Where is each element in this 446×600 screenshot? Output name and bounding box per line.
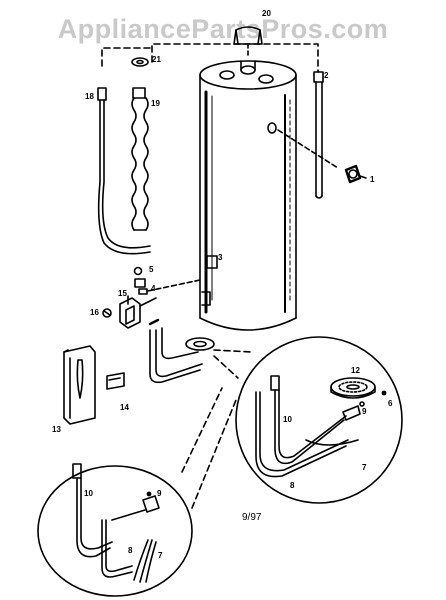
label-4: 4 <box>151 284 156 293</box>
date-code: 9/97 <box>242 512 262 523</box>
label-5: 5 <box>149 265 154 274</box>
label-8-right: 8 <box>290 481 295 490</box>
label-8-left: 8 <box>128 546 133 555</box>
label-3: 3 <box>218 253 223 262</box>
label-12: 12 <box>351 366 360 375</box>
fittings <box>133 266 201 295</box>
inner-door <box>106 372 125 390</box>
burner-assembly <box>148 318 215 384</box>
label-13: 13 <box>52 425 61 434</box>
outer-door <box>63 345 96 425</box>
label-1: 1 <box>370 175 375 184</box>
label-14: 14 <box>120 403 129 412</box>
tp-valve <box>277 129 367 184</box>
gas-valve <box>119 295 157 329</box>
watermark: AppliancePartsPros.com <box>57 14 389 44</box>
label-2: 2 <box>324 71 329 80</box>
detail-circle-left <box>37 387 237 597</box>
label-10-left: 10 <box>84 489 93 498</box>
label-18: 18 <box>85 92 94 101</box>
washer <box>131 57 149 67</box>
label-7-left: 7 <box>158 551 163 560</box>
label-10-right: 10 <box>283 415 292 424</box>
dip-tube <box>131 87 149 231</box>
label-9-right: 9 <box>362 407 367 416</box>
label-6: 6 <box>388 399 393 408</box>
anode-rod <box>313 71 324 199</box>
label-21: 21 <box>152 55 161 64</box>
flue-cap <box>233 26 263 59</box>
tank <box>199 60 297 331</box>
nut <box>102 308 112 318</box>
detail-circle-right <box>213 336 403 504</box>
label-7-right: 7 <box>362 463 367 472</box>
label-20: 20 <box>262 9 271 18</box>
flex-line <box>97 87 151 255</box>
label-15: 15 <box>118 289 127 298</box>
label-9-left: 9 <box>157 489 162 498</box>
label-19: 19 <box>151 99 160 108</box>
label-16: 16 <box>90 308 99 317</box>
